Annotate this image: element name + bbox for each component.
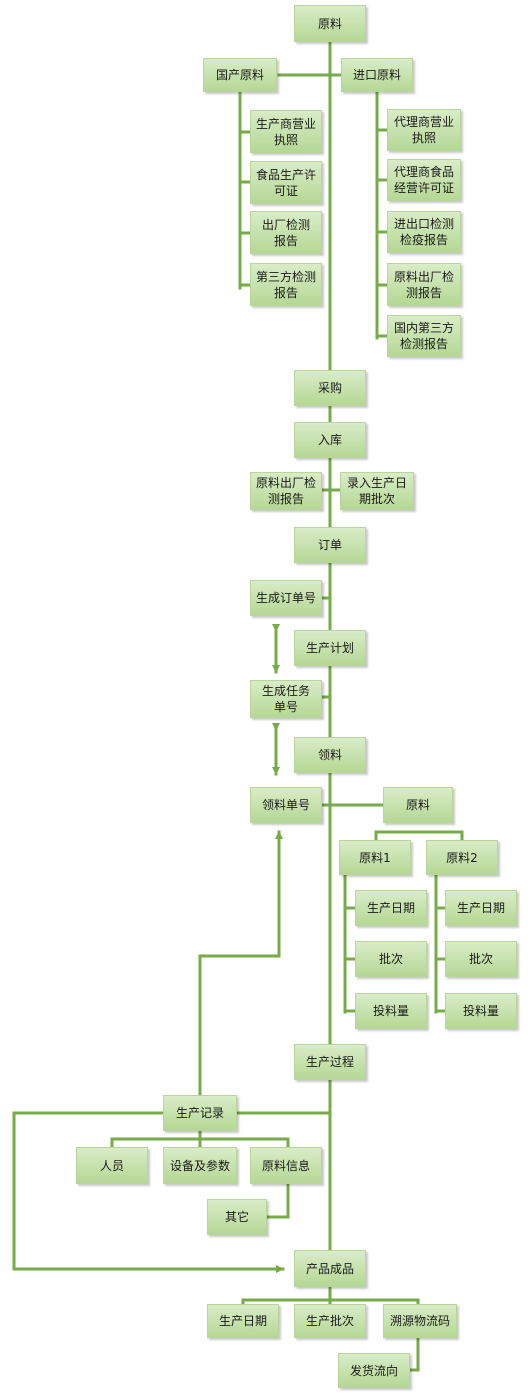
node-other: 其它 [207,1199,267,1235]
node-imported-raw: 进口原料 [341,58,413,92]
node-fp-production-date: 生产日期 [207,1304,279,1338]
node-order: 订单 [294,527,366,563]
node-generate-order-no: 生成订单号 [250,580,322,616]
node-dom-factory-report: 出厂检测 报告 [250,211,322,254]
node-picking-no: 领料单号 [250,787,322,823]
node-warehouse-date-batch: 录入生产日 期批次 [340,472,414,510]
node-raw2-feed-quantity: 投料量 [445,993,517,1029]
node-raw2-production-date: 生产日期 [445,890,517,926]
node-dom-business-license: 生产商营业 执照 [250,110,322,153]
node-fp-shipping-flow: 发货流向 [338,1353,410,1388]
node-imp-quarantine-report: 进出口检测 检疫报告 [387,211,461,253]
node-staff: 人员 [76,1147,148,1184]
node-material-picking: 领料 [294,737,366,773]
node-production-process: 生产过程 [294,1044,366,1080]
node-picking-raw: 原料 [383,787,453,823]
node-fp-traceability-code: 溯源物流码 [383,1304,457,1338]
node-raw-1: 原料1 [339,840,411,875]
node-raw1-feed-quantity: 投料量 [355,993,427,1029]
node-dom-food-permit: 食品生产许 可证 [250,161,322,204]
node-imp-factory-report: 原料出厂检 测报告 [387,263,461,306]
node-equipment-params: 设备及参数 [163,1147,237,1184]
node-finished-product: 产品成品 [294,1250,366,1287]
node-raw-info: 原料信息 [250,1147,322,1184]
node-raw1-production-date: 生产日期 [355,890,427,926]
node-domestic-raw: 国产原料 [203,58,277,92]
node-production-plan: 生产计划 [294,630,366,666]
node-imp-agent-license: 代理商营业 执照 [387,109,461,151]
node-warehouse-in: 入库 [294,422,366,458]
node-purchase: 采购 [294,370,366,406]
node-production-record: 生产记录 [163,1095,237,1131]
node-raw-2: 原料2 [426,840,498,875]
node-raw-material: 原料 [294,5,366,42]
node-imp-domestic-third-party: 国内第三方 检测报告 [387,315,461,357]
node-warehouse-report: 原料出厂检 测报告 [250,472,322,510]
node-dom-third-party-report: 第三方检测 报告 [250,263,322,306]
node-raw1-batch: 批次 [355,941,427,977]
node-generate-task-no: 生成任务 单号 [250,680,322,718]
node-raw2-batch: 批次 [445,941,517,977]
node-imp-agent-food-permit: 代理商食品 经营许可证 [387,159,461,201]
node-fp-production-batch: 生产批次 [294,1304,366,1338]
